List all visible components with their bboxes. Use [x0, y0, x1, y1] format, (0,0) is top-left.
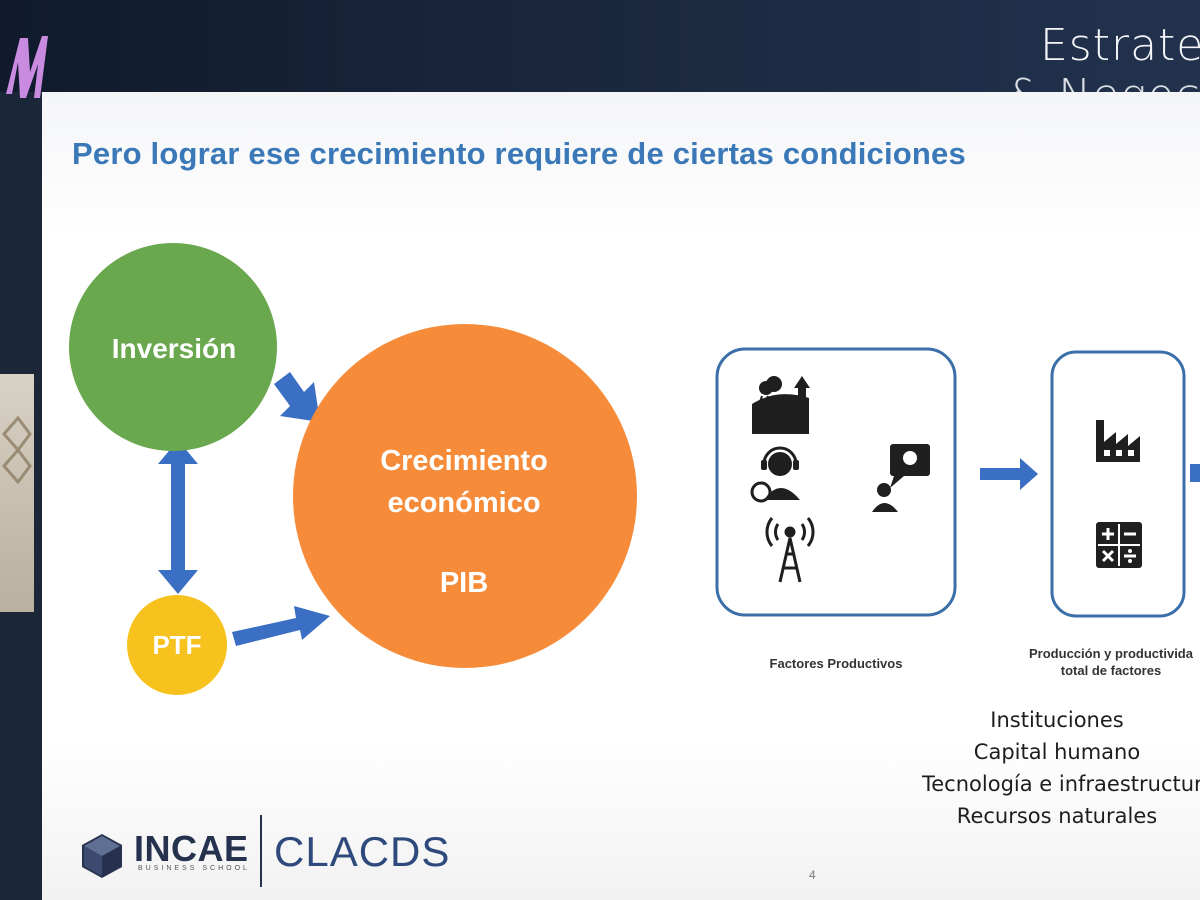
arrow-double-inversion-ptf: [158, 440, 198, 594]
factor-item: Recursos naturales: [956, 804, 1158, 828]
produccion-caption-line1: Producción y productivida: [1029, 646, 1193, 661]
incae-logo-text: INCAE: [134, 828, 249, 869]
factor-list: Instituciones Capital humano Tecnología …: [922, 704, 1200, 832]
footer-divider: [260, 815, 262, 887]
node-ptf: PTF: [127, 595, 227, 695]
signal-tower-icon: [765, 517, 815, 583]
calculator-icon: [1096, 522, 1142, 568]
slide-headline: Pero lograr ese crecimiento requiere de …: [72, 136, 966, 171]
header-title-line1: Estrate: [1040, 20, 1200, 71]
produccion-caption: Producción y productivida total de facto…: [1022, 645, 1200, 679]
incae-logo-subtext: BUSINESS SCHOOL: [138, 865, 250, 872]
webcam-thumbnail[interactable]: [0, 374, 34, 612]
arrow-inversion-to-crecimiento: [274, 372, 320, 422]
slide-diagrams: Inversión Crecimiento económico PIB PTF: [69, 243, 1200, 695]
webcam-pattern-icon: [2, 415, 32, 485]
node-inversion-label: Inversión: [112, 333, 236, 364]
node-ptf-label: PTF: [152, 630, 201, 660]
node-inversion: Inversión: [69, 243, 277, 451]
brand-logo-icon: [6, 36, 48, 98]
cycle-arrows: [158, 372, 330, 646]
factores-productivos-caption: Factores Productivos: [769, 656, 903, 671]
presentation-header-bar: [0, 0, 1200, 92]
arrow-box1-to-box2: [980, 458, 1038, 490]
produccion-box: [1050, 350, 1186, 618]
node-crecimiento: Crecimiento económico PIB: [293, 324, 637, 668]
node-crecimiento-line2: económico: [387, 487, 540, 519]
arrow-box2-to-next: [1190, 464, 1200, 482]
slide-page-number: 4: [809, 868, 816, 882]
incae-cube-logo-icon: [82, 834, 122, 878]
produccion-caption-line2: total de factores: [1060, 663, 1162, 678]
presentation-slide: Pero lograr ese crecimiento requiere de …: [42, 92, 1200, 900]
arrow-ptf-to-crecimiento: [232, 606, 330, 646]
node-crecimiento-line1: Crecimiento: [380, 445, 548, 477]
headset-person-icon: [750, 446, 800, 503]
clacds-logo-text: CLACDS: [274, 828, 451, 875]
idea-speech-person-icon: [872, 444, 930, 512]
node-crecimiento-line3: PIB: [440, 567, 488, 599]
factor-item: Capital humano: [973, 740, 1141, 764]
factory-icon: [1096, 420, 1140, 462]
factor-item: Tecnología e infraestructura: [922, 772, 1200, 796]
factores-productivos-box: [715, 347, 957, 617]
landscape-icon: [752, 376, 810, 434]
factor-item: Instituciones: [990, 708, 1124, 732]
